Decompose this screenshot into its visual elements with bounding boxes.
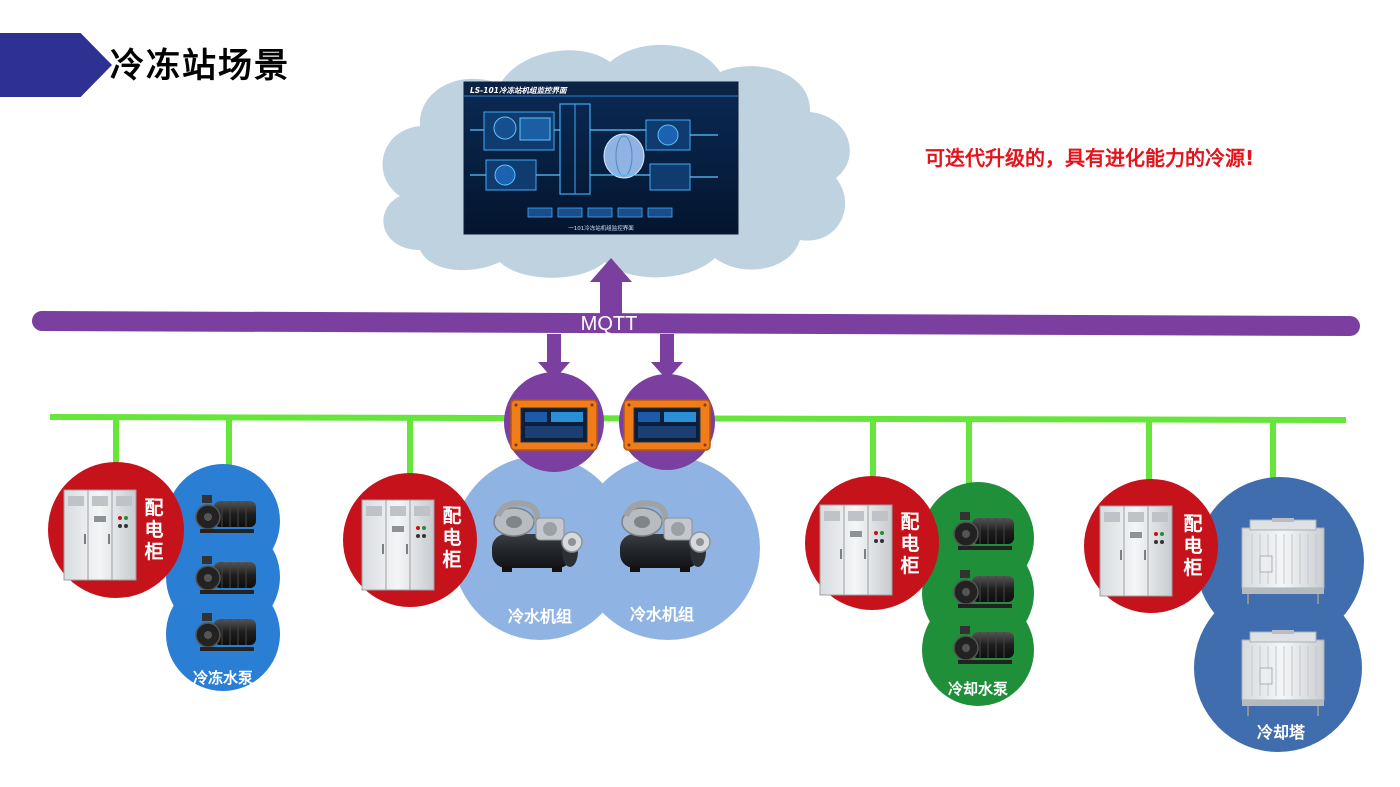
- gateway-device-icon: [623, 399, 711, 451]
- gateway-device-icon: [510, 399, 598, 451]
- monitoring-screen: LS-101冷冻站机组监控界面 一101冷冻站机组监控界面: [463, 81, 739, 235]
- chiller-label-1: 冷水机组: [508, 607, 572, 626]
- screen-title: LS-101冷冻站机组监控界面: [470, 86, 568, 95]
- downlink-arrow: [651, 334, 683, 380]
- cabinet-icon: [63, 489, 137, 581]
- chiller-label-2: 冷水机组: [630, 605, 694, 624]
- equipment-label: 冷冻水泵: [193, 669, 253, 687]
- schematic-graphic: [470, 103, 718, 195]
- mqtt-bus: [32, 311, 1360, 336]
- cabinet-icon: [361, 499, 435, 591]
- cabinet-label: 配电柜: [442, 505, 461, 571]
- cabinet-icon: [819, 504, 893, 596]
- cooling-tower-icon: [1241, 629, 1325, 717]
- cooling-tower-icon: [1241, 517, 1325, 605]
- cabinet-label: 配电柜: [900, 511, 919, 577]
- mqtt-label: MQTT: [581, 313, 638, 335]
- uplink-arrow: [590, 258, 632, 316]
- chiller-group: 冷水机组 冷水机组 配电柜: [343, 372, 760, 640]
- downlink-arrow: [538, 334, 570, 380]
- screen-button-row: [527, 207, 673, 218]
- cabinet-label: 配电柜: [144, 497, 163, 563]
- equipment-label: 冷却水泵: [948, 680, 1008, 698]
- equipment-label: 冷却塔: [1257, 723, 1306, 742]
- cooling-tower-group: 冷却塔 配电柜: [1084, 477, 1364, 752]
- cabinet-icon: [1099, 505, 1173, 597]
- cooling-pump-group: 冷却水泵 配电柜: [805, 476, 1034, 706]
- chilled-pump-group: 冷冻水泵 配电柜: [48, 462, 280, 691]
- cloud-platform: LS-101冷冻站机组监控界面 一101冷冻站机组监控界面: [382, 44, 850, 278]
- screen-caption: 一101冷冻站机组监控界面: [568, 224, 634, 232]
- cabinet-label: 配电柜: [1183, 513, 1202, 579]
